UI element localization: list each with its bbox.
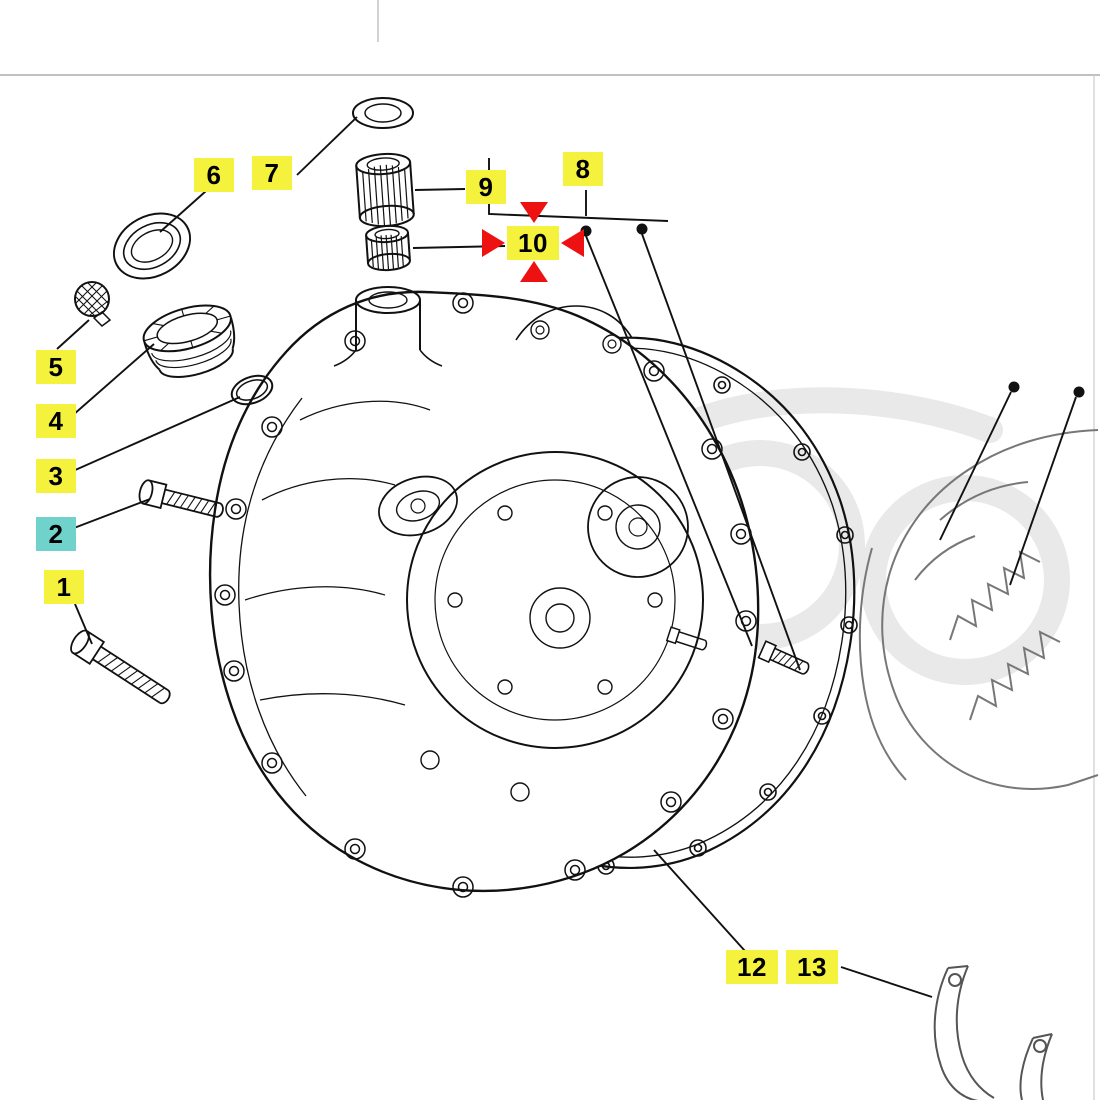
callout-7[interactable]: 7 bbox=[252, 156, 292, 190]
callout-9[interactable]: 9 bbox=[466, 170, 506, 204]
part-o-ring bbox=[230, 374, 274, 406]
crankcase-right-fragment bbox=[858, 429, 1099, 790]
callout-5[interactable]: 5 bbox=[36, 350, 76, 384]
callout-4[interactable]: 4 bbox=[36, 404, 76, 438]
bearing-tower bbox=[333, 286, 443, 367]
callout-3[interactable]: 3 bbox=[36, 459, 76, 493]
part-small-stud bbox=[665, 626, 708, 651]
part-needle-bearing-large bbox=[355, 152, 415, 228]
selection-marker-right-arrow-icon bbox=[561, 229, 584, 257]
bottom-right-parts bbox=[933, 965, 1053, 1100]
callout-dot bbox=[1008, 381, 1020, 393]
callout-dot bbox=[636, 223, 648, 235]
selection-marker-bottom-arrow-icon bbox=[520, 261, 548, 282]
part-bolt bbox=[70, 629, 171, 705]
part-screw bbox=[138, 479, 224, 518]
dome-bolts bbox=[447, 505, 663, 695]
callout-1[interactable]: 1 bbox=[44, 570, 84, 604]
callout-12[interactable]: 12 bbox=[726, 950, 778, 984]
callout-8[interactable]: 8 bbox=[563, 152, 603, 186]
callout-dot bbox=[1073, 386, 1085, 398]
part-filler-cap bbox=[142, 304, 236, 378]
part-plug bbox=[74, 281, 112, 327]
reference-dots bbox=[580, 223, 1085, 398]
callout-13[interactable]: 13 bbox=[786, 950, 838, 984]
callout-10[interactable]: 10 bbox=[507, 226, 559, 260]
part-oil-seal bbox=[112, 212, 192, 280]
part-seal-ring bbox=[352, 97, 414, 129]
selection-marker-left-arrow-icon bbox=[482, 229, 505, 257]
callout-2[interactable]: 2 bbox=[36, 517, 76, 551]
callout-6[interactable]: 6 bbox=[194, 158, 234, 192]
cover-outline bbox=[208, 290, 760, 893]
part-small-bolt bbox=[757, 640, 810, 675]
selection-marker-top-arrow-icon bbox=[520, 202, 548, 223]
cover-perimeter-bosses bbox=[214, 292, 757, 898]
part-needle-bearing-small bbox=[365, 224, 411, 272]
clutch-cover bbox=[208, 290, 760, 898]
